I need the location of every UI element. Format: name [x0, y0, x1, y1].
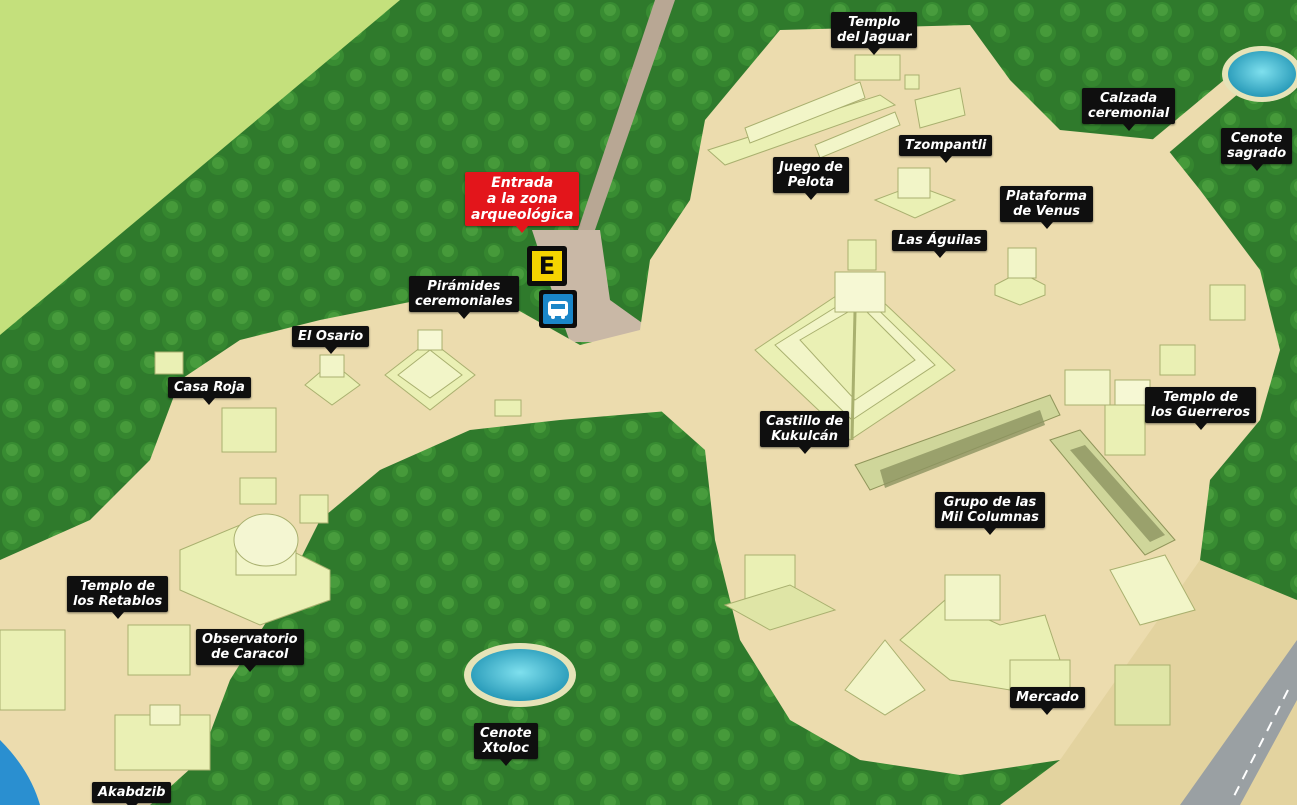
- el-osario: [304, 354, 361, 406]
- bus-icon: [548, 301, 568, 319]
- observatorio-de-caracol: [179, 477, 331, 626]
- calzada-ceremonial-path: [1110, 75, 1245, 190]
- templo-de-los-retablos: [0, 624, 191, 711]
- label-casa-roja: Casa Roja: [168, 377, 251, 405]
- parking-sign-letter: E: [532, 251, 562, 281]
- plataforma-de-venus: [994, 247, 1046, 306]
- las-aguilas: [873, 167, 957, 219]
- label-templo-de-los-guerreros: Templo de los Guerreros: [1145, 387, 1257, 430]
- label-juego-de-pelota: Juego de Pelota: [773, 157, 849, 200]
- label-templo-del-jaguar: Templo del Jaguar: [831, 12, 918, 55]
- label-piramides-ceremoniales: Pirámides ceremoniales: [409, 276, 519, 319]
- juego-de-pelota: [707, 54, 920, 166]
- bus-sign: [539, 290, 577, 328]
- highway-road: [1180, 640, 1297, 805]
- label-templo-de-los-retablos: Templo de los Retablos: [67, 576, 169, 619]
- castillo-de-kukulcan: [754, 239, 956, 441]
- akabdzib: [114, 704, 211, 771]
- label-calzada-ceremonial: Calzada ceremonial: [1082, 88, 1176, 131]
- grass-field: [0, 0, 400, 335]
- label-las-aguilas: Las Águilas: [892, 230, 988, 258]
- casa-roja: [154, 351, 277, 453]
- templo-de-los-guerreros: [1064, 284, 1246, 456]
- label-grupo-mil-columnas: Grupo de las Mil Columnas: [935, 492, 1045, 535]
- label-mercado: Mercado: [1010, 687, 1085, 715]
- label-cenote-sagrado: Cenote sagrado: [1221, 128, 1293, 171]
- parking-sign: E: [527, 246, 567, 286]
- label-el-osario: El Osario: [292, 326, 370, 354]
- label-castillo-de-kukulcan: Castillo de Kukulcán: [760, 411, 850, 454]
- grupo-mil-columnas: [854, 394, 1196, 626]
- entrance-path: [578, 0, 675, 230]
- label-cenote-xtoloc: Cenote Xtoloc: [474, 723, 538, 766]
- entrada-label: Entrada a la zona arqueológica: [465, 172, 580, 233]
- west-ground: [0, 300, 680, 805]
- piramides-ceremoniales: [384, 329, 522, 417]
- mercado-complex: [723, 554, 1171, 726]
- label-observatorio-de-caracol: Observatorio de Caracol: [196, 629, 304, 672]
- label-plataforma-de-venus: Plataforma de Venus: [1000, 186, 1094, 229]
- tzompantli: [914, 87, 966, 129]
- label-akabdzib: Akabdzib: [92, 782, 172, 805]
- label-tzompantli: Tzompantli: [899, 135, 993, 163]
- water-edge: [0, 740, 40, 805]
